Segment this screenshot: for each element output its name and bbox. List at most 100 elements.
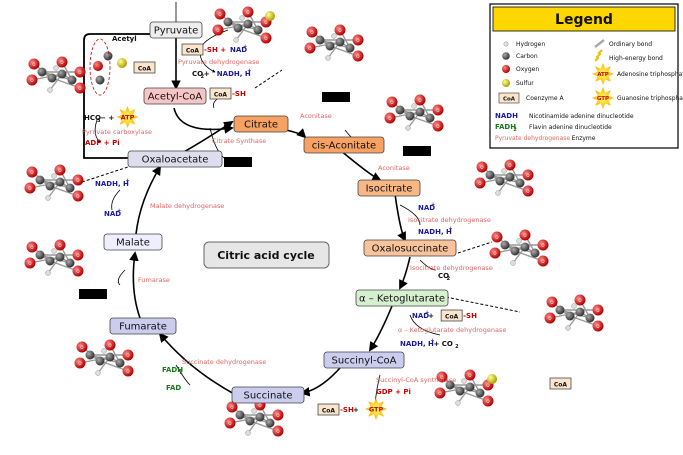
- svg-text:O: O: [258, 403, 261, 408]
- svg-text:O: O: [436, 124, 439, 129]
- node-succinate: Succinate: [231, 386, 305, 404]
- node-pyruvate: Pyruvate: [149, 21, 203, 39]
- coa-box: CoA: [214, 92, 228, 99]
- svg-text:O: O: [526, 173, 529, 178]
- svg-text:O: O: [246, 10, 249, 15]
- cofactor-co2-nadh-pyruvate: CO2 + NADH, H+: [192, 68, 251, 80]
- cycle-title: Citric acid cycle: [217, 249, 315, 262]
- legend-title: Legend: [555, 12, 613, 28]
- cofactor-gdp-pi: GDP + Pi: [376, 388, 411, 396]
- coa-box: CoA: [554, 382, 568, 389]
- svg-text:O: O: [541, 243, 544, 248]
- legend-item-oxygen: Oxygen: [502, 65, 539, 73]
- cofactor-text: +: [430, 338, 434, 344]
- svg-text:O: O: [356, 54, 359, 59]
- coa-icon-text: CoA: [503, 97, 516, 103]
- cofactor-text: 2: [447, 276, 451, 282]
- svg-text:O: O: [58, 168, 61, 173]
- sulfur-atom: [93, 51, 127, 85]
- node-oxaloacetate: Oxaloacetate: [127, 150, 223, 168]
- cofactor-text: 2: [455, 344, 459, 350]
- node-label: Oxaloacetate: [142, 155, 209, 166]
- legend-label: Enzyme: [572, 135, 596, 142]
- cofactor-nad-coa-ketoglutarate: NAD+ + CoA-SH: [412, 309, 477, 322]
- legend-label: Carbon: [516, 53, 538, 60]
- cofactor-text: NAD: [230, 46, 247, 54]
- legend-item-sulfur: Sulfur: [502, 79, 534, 87]
- legend-abbr: Pyruvate dehydrogenase: [495, 135, 570, 142]
- cofactor-text: FAD: [166, 384, 181, 392]
- node-label: Succinyl-CoA: [331, 356, 396, 367]
- svg-text:O: O: [78, 70, 81, 75]
- legend-abbr: NADH: [495, 112, 518, 120]
- cofactor-text: NAD: [418, 204, 435, 212]
- cofactor-text: -SH: [340, 406, 354, 414]
- enzyme-ketoglutarate-dehydrogenase: α – Ketoglutarate dehydrogenase: [398, 326, 506, 334]
- svg-text:O: O: [480, 165, 483, 170]
- cofactor-text: +: [204, 70, 210, 78]
- molecule-illustrations: OOOOOOOOOOOOOOOOOOOOOOOOOOOOOOOOOOOOOOOO…: [24, 6, 604, 437]
- svg-text:O: O: [30, 78, 33, 83]
- svg-text:O: O: [308, 46, 311, 51]
- legend-label: Ordinary bond: [609, 41, 652, 48]
- svg-text:O: O: [356, 38, 359, 43]
- carbon-icon: [502, 52, 510, 60]
- enzyme-citrate-synthase: Citrate Synthase: [212, 137, 266, 145]
- svg-text:O: O: [596, 308, 599, 313]
- node-alpha-ketoglutarate: α – Ketoglutarate: [355, 289, 449, 307]
- svg-text:O: O: [486, 399, 489, 404]
- cofactor-coa-sh-pyruvate: CoA-SH + NAD+: [181, 43, 247, 56]
- cofactor-text: HCO: [84, 114, 101, 122]
- cofactor-text: -SH +: [204, 46, 226, 54]
- svg-text:O: O: [338, 28, 341, 33]
- cofactor-text: +: [425, 310, 429, 316]
- enzyme-succinyl-coa-synthetase: Succinyl-CoA synthetase: [376, 376, 456, 384]
- svg-text:O: O: [310, 30, 313, 35]
- node-isocitrate: Isocitrate: [357, 179, 421, 197]
- cofactor-text: +: [125, 178, 129, 184]
- sulfur-icon: [502, 79, 510, 87]
- cofactor-text: NADH, H: [95, 180, 129, 188]
- cofactor-text: +: [353, 406, 359, 414]
- bond-icon: [594, 39, 605, 48]
- enzyme-pyruvate-carboxylase: Pyruvate carboxylase: [82, 128, 152, 136]
- legend-label: Hydrogen: [516, 41, 545, 48]
- legend-label: Guanosine triphosphate: [617, 95, 683, 102]
- svg-text:O: O: [541, 259, 544, 264]
- coa-box: CoA: [186, 48, 200, 55]
- node-label: Pyruvate: [154, 26, 199, 37]
- svg-text:O: O: [126, 353, 129, 358]
- node-label: Malate: [116, 238, 150, 249]
- hydrogen-icon: [503, 41, 509, 47]
- svg-text:O: O: [526, 189, 529, 194]
- enzyme-isocitrate-dehydrogenase-1: Isocitrate dehydrogenase: [408, 216, 491, 224]
- cofactor-text: 2: [201, 74, 205, 80]
- energy-star-label: ATP: [121, 114, 135, 122]
- cofactor-coa-sh-acetyl: CoA-SH: [209, 87, 246, 100]
- svg-text:O: O: [76, 269, 79, 274]
- cofactor-nad-malate: NAD+: [104, 208, 121, 218]
- svg-text:O: O: [508, 163, 511, 168]
- svg-text:O: O: [390, 100, 393, 105]
- svg-text:O: O: [264, 20, 267, 25]
- coa-box: CoA: [322, 408, 336, 415]
- enzyme-aconitase-2: Aconitase: [378, 164, 410, 172]
- legend-item-ordinary-bond: Ordinary bond: [594, 39, 652, 48]
- cofactor-text: CO: [192, 70, 203, 78]
- node-acetyl-coa: Acetyl-CoA: [143, 87, 207, 105]
- molecule-model: O O O O O: [304, 24, 364, 62]
- svg-text:O: O: [548, 316, 551, 321]
- svg-text:O: O: [486, 383, 489, 388]
- svg-text:O: O: [80, 345, 83, 350]
- svg-text:O: O: [438, 391, 441, 396]
- cofactor-text: +: [247, 68, 251, 74]
